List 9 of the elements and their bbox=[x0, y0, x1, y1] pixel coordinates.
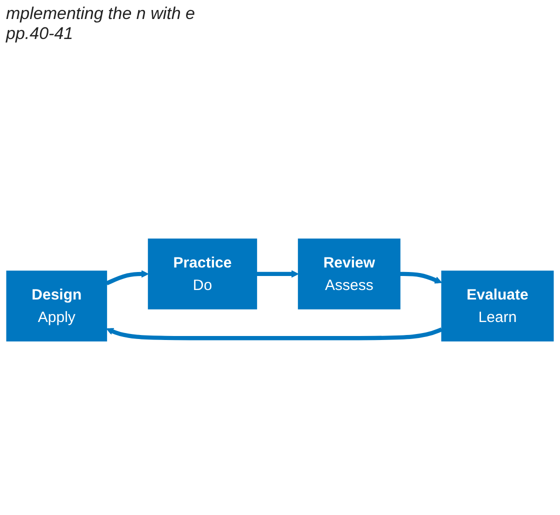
node-box: Review Assess bbox=[298, 238, 400, 310]
arrow bbox=[106, 327, 442, 340]
arrow bbox=[256, 270, 299, 278]
arrow bbox=[106, 270, 149, 286]
node-box: Practice Do bbox=[148, 238, 258, 310]
node-box: Evaluate Learn bbox=[441, 270, 554, 342]
arrow bbox=[400, 272, 442, 284]
note-text: mplementing the n with e pp.40-41 bbox=[6, 4, 196, 44]
node-box: Design Apply bbox=[6, 270, 108, 342]
